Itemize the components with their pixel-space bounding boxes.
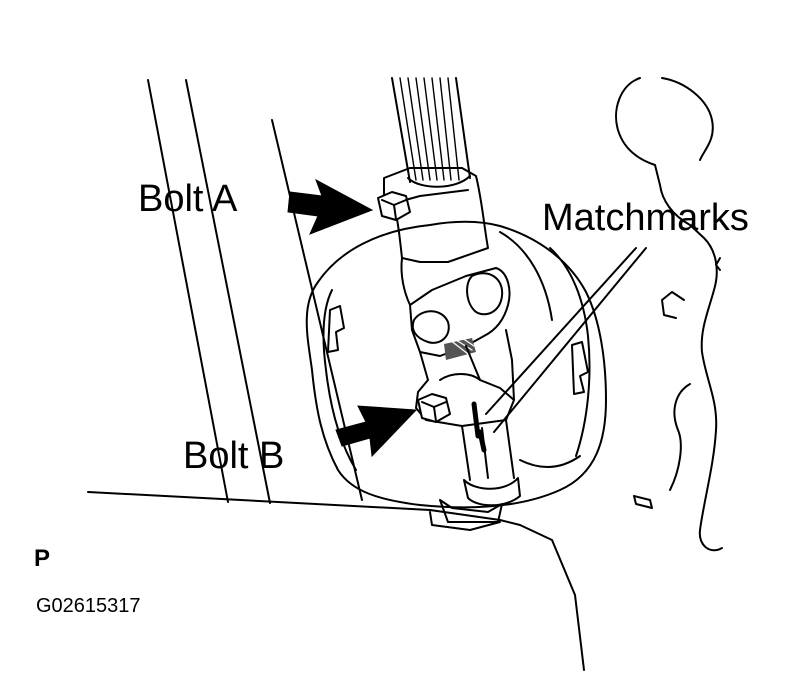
shaft-splines (399, 77, 460, 181)
matchmarks-leader-1 (485, 247, 637, 415)
arrow-right-icon (335, 405, 418, 458)
shaft-upper-right (455, 77, 471, 179)
matchmark-1 (471, 401, 481, 439)
right-structure-detail-2 (669, 383, 691, 491)
boot-clip-right (571, 341, 589, 395)
upper-yoke-fold (397, 189, 469, 203)
view-letter-label: P (34, 545, 51, 572)
upper-yoke-lower-edge (400, 257, 411, 306)
spider-shade (444, 338, 476, 360)
matchmark-2 (477, 429, 487, 453)
shaft-upper-left (391, 77, 411, 183)
bolt-b-label: Bolt B (183, 435, 285, 477)
right-structure-detail-1 (661, 291, 685, 319)
right-structure-inner (661, 77, 714, 161)
right-structure-detail-3 (633, 495, 653, 509)
shaft-lower-right (505, 419, 515, 479)
panel-line-2 (185, 79, 271, 504)
arrow-right-icon (287, 178, 374, 235)
spider-body (409, 267, 511, 357)
bolt-a-label: Bolt A (138, 178, 238, 220)
panel-line-1 (147, 79, 229, 503)
boot-rib-3 (499, 231, 553, 321)
lower-yoke-outline (415, 329, 515, 427)
boot-bottom-flange (439, 499, 503, 523)
boot-outline (305, 220, 607, 509)
spider-bearing-cap-left (411, 310, 450, 344)
matchmarks-label: Matchmarks (542, 197, 749, 239)
spider-bearing-cap-right (466, 272, 504, 316)
right-structure-outline (615, 77, 723, 552)
shaft-end-ring (407, 175, 471, 188)
lower-yoke-slot (439, 373, 481, 381)
floor-inner-line (429, 511, 501, 531)
matchmarks-leader-2 (493, 247, 647, 433)
boot-clip-left (327, 305, 345, 353)
figure-id-label: G02615317 (36, 595, 141, 617)
boot-rib-4 (519, 455, 581, 469)
right-structure-detail-4 (715, 257, 721, 271)
boot-rib-2 (549, 247, 591, 457)
shaft-lower-left (461, 425, 471, 481)
lower-yoke-arm (465, 345, 515, 401)
shaft-collar (463, 477, 521, 507)
floor-edge-line (87, 491, 585, 671)
